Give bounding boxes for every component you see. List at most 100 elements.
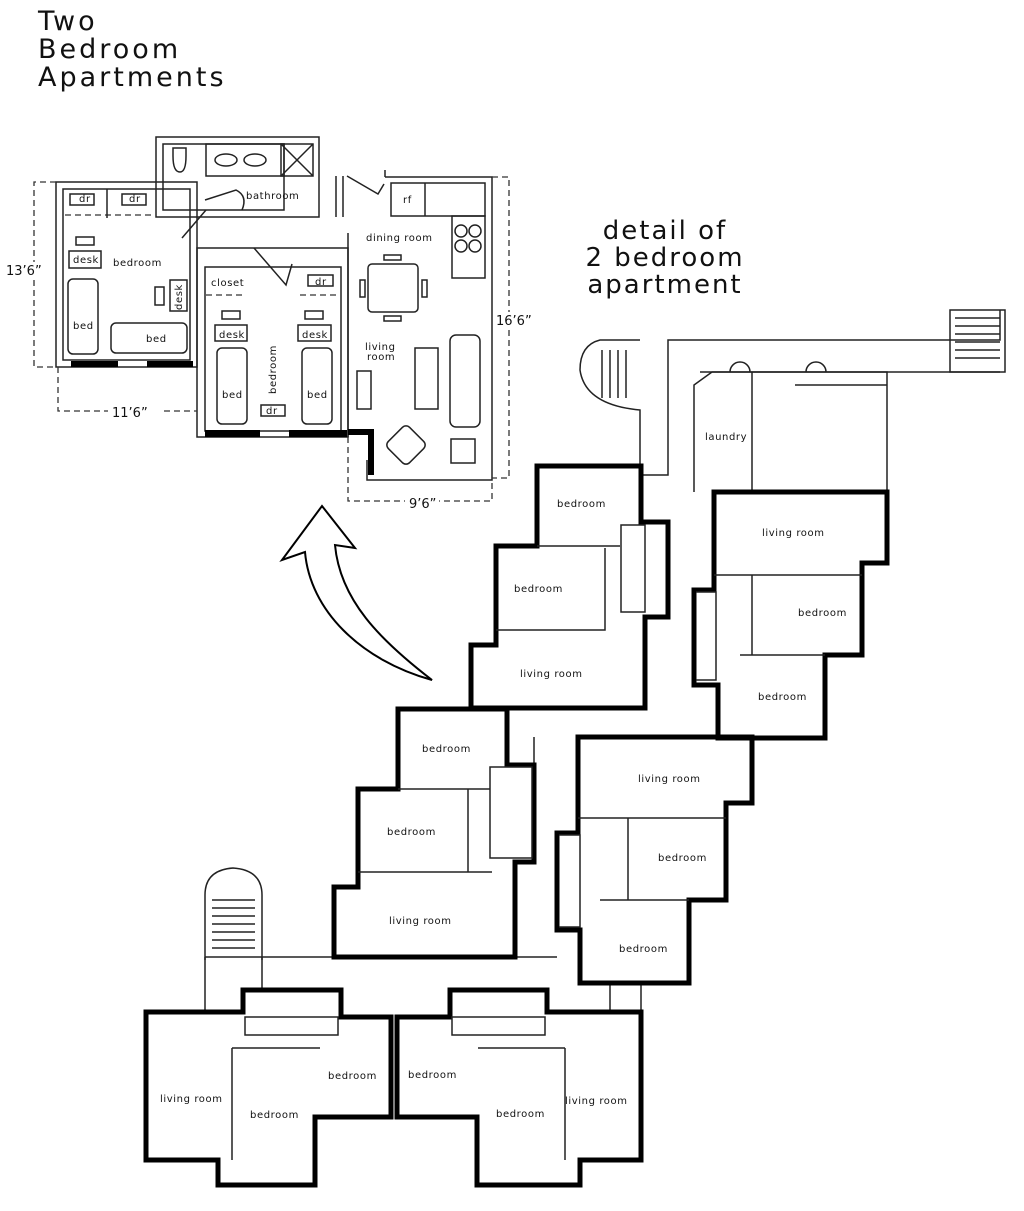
room-label: bedroom xyxy=(328,1071,377,1082)
room-label: bedroom xyxy=(250,1110,299,1121)
burner xyxy=(468,239,482,253)
middle-bedroom-inner xyxy=(204,266,342,432)
bed-label: bed xyxy=(73,321,94,332)
bed xyxy=(67,278,99,355)
desk-label: desk xyxy=(219,330,245,341)
dresser xyxy=(69,193,95,206)
door-swing xyxy=(181,189,245,239)
dresser xyxy=(307,274,334,287)
end-table xyxy=(450,438,476,464)
window-wall xyxy=(147,361,193,367)
chair xyxy=(421,279,428,298)
dimension-label: 16’6” xyxy=(496,314,532,329)
desk xyxy=(297,324,332,342)
room-label: bedroom xyxy=(798,608,847,619)
laundry-label: laundry xyxy=(705,432,747,443)
entry-door-swing xyxy=(346,175,385,196)
dresser xyxy=(121,193,147,206)
stove-counter xyxy=(451,215,486,279)
dimension-label: 9’6” xyxy=(409,497,436,512)
room-label: bedroom xyxy=(514,584,563,595)
detail-heading-line: 2 bedroom xyxy=(585,243,745,273)
room-label: living room xyxy=(762,528,825,539)
bathroom-label: bathroom xyxy=(246,191,299,202)
shower xyxy=(280,143,314,177)
shower-x xyxy=(280,143,314,177)
chair xyxy=(383,254,402,261)
room-label: bedroom xyxy=(758,692,807,703)
dresser-label: dr xyxy=(129,194,141,205)
window-wall xyxy=(289,430,347,437)
apartment-unit[interactable] xyxy=(691,489,890,741)
door-swing xyxy=(729,361,827,373)
interior-wall xyxy=(451,1016,566,1160)
interior-wall xyxy=(358,766,533,873)
apartment-unit[interactable] xyxy=(143,987,394,1188)
corridor-wall xyxy=(640,310,1001,476)
bathroom-wall xyxy=(155,136,320,218)
dresser-label: dr xyxy=(79,194,91,205)
dining-table xyxy=(367,263,419,313)
bed-label: bed xyxy=(307,390,328,401)
page-title: Two Bedroom Apartments xyxy=(38,8,227,92)
room-label: bedroom xyxy=(557,499,606,510)
room-label: bedroom xyxy=(496,1109,545,1120)
bed-label: bed xyxy=(146,334,167,345)
burner xyxy=(454,239,468,253)
dresser-label: dr xyxy=(266,406,278,417)
dresser-label: dr xyxy=(315,277,327,288)
room-label: living room xyxy=(565,1096,628,1107)
room-label: bedroom xyxy=(422,744,471,755)
chair xyxy=(221,310,241,320)
desk-label: desk xyxy=(73,255,99,266)
bedroom-label: bedroom xyxy=(113,258,162,269)
tv-stand xyxy=(356,370,372,410)
bed-label: bed xyxy=(222,390,243,401)
sink xyxy=(243,153,267,167)
apartment-unit[interactable] xyxy=(554,734,755,986)
interior-wall xyxy=(559,817,726,928)
desk-label: desk xyxy=(302,330,328,341)
title-line: Bedroom xyxy=(38,34,182,65)
room-label: living room xyxy=(389,916,452,927)
counter xyxy=(390,182,486,217)
detail-heading: detail of 2 bedroom apartment xyxy=(560,218,770,299)
entry-wall xyxy=(335,170,386,217)
detail-plan: dr dr desk bedroom desk bed bed bathroom xyxy=(4,136,538,512)
burner xyxy=(468,224,482,238)
apartment-unit[interactable] xyxy=(331,706,537,960)
stair-treads xyxy=(601,350,627,398)
dimension-label: 11’6” xyxy=(112,406,148,421)
bed xyxy=(216,347,248,425)
exterior-wall xyxy=(348,429,374,475)
room-label: living room xyxy=(520,669,583,680)
stair-treads xyxy=(955,317,1000,359)
room-label: bedroom xyxy=(408,1070,457,1081)
apartment-unit[interactable] xyxy=(468,463,671,711)
living-wall xyxy=(347,176,493,481)
chair xyxy=(359,279,366,298)
desk xyxy=(169,279,188,312)
stair xyxy=(949,309,1006,373)
toilet xyxy=(172,147,187,173)
desk-label: desk xyxy=(174,284,185,310)
dimension-label: 13’6” xyxy=(6,264,42,279)
title-line: Apartments xyxy=(38,62,227,93)
closet-label: closet xyxy=(211,278,244,289)
stair-tower xyxy=(204,867,263,960)
bed xyxy=(301,347,333,425)
armchair xyxy=(386,425,426,465)
interior-wall xyxy=(496,524,646,631)
window-wall xyxy=(205,430,260,437)
bedroom-label: bedroom xyxy=(268,345,279,394)
living-room-label: living xyxy=(365,342,396,353)
apartment-unit[interactable] xyxy=(394,987,644,1188)
room-label: living room xyxy=(638,774,701,785)
building-plan: laundry bedroom bedroom living room livi… xyxy=(143,309,1006,1188)
chair xyxy=(383,315,402,322)
vanity xyxy=(205,143,285,177)
interior-wall xyxy=(231,1016,339,1160)
desk xyxy=(68,250,102,269)
dimension-line xyxy=(57,367,197,412)
